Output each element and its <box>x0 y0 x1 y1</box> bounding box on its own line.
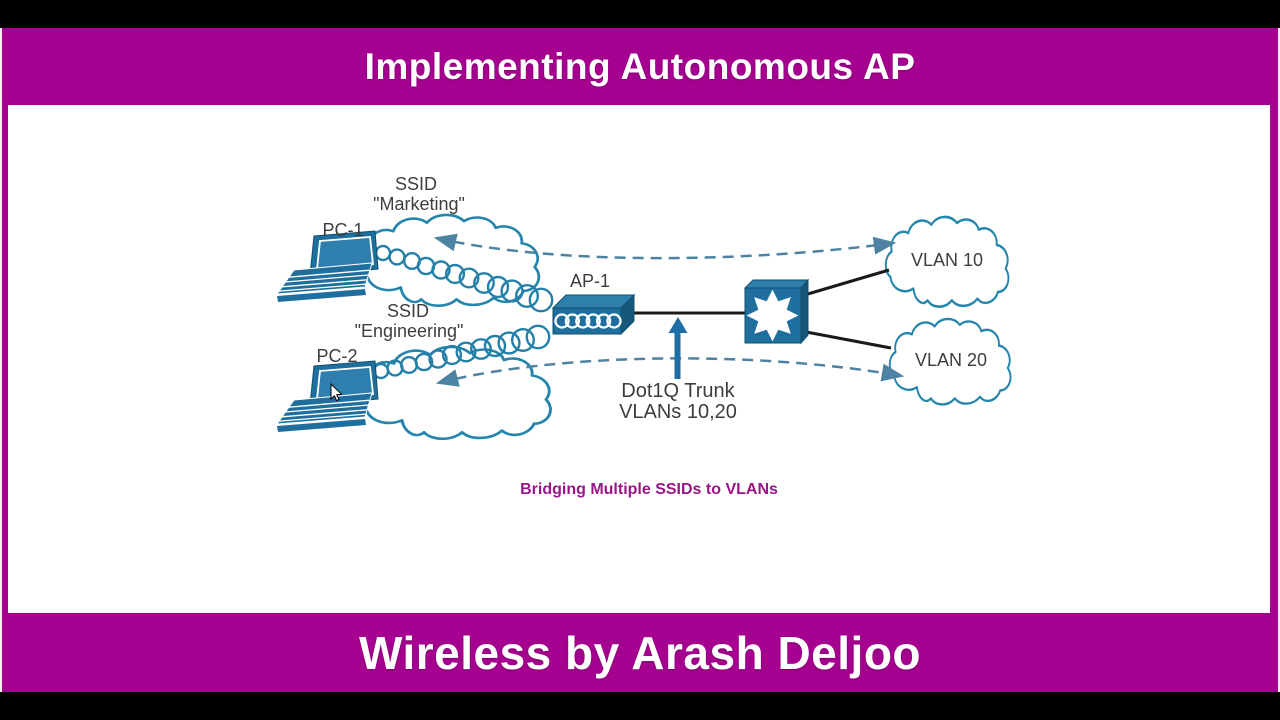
vlan20-label: VLAN 20 <box>915 350 987 370</box>
pc1-label: PC-1 <box>322 220 363 240</box>
ap1-device-icon <box>551 293 636 336</box>
switch-icon <box>743 278 810 345</box>
trunk-arrow-icon <box>668 317 688 379</box>
bridge-path-marketing-to-vlan10 <box>433 233 897 260</box>
page-title: Implementing Autonomous AP <box>364 45 916 87</box>
ssid-marketing-cloud <box>359 213 541 308</box>
footer-bar: Wireless by Arash Deljoo <box>0 613 1280 692</box>
trunk-label-line1: Dot1Q Trunk <box>621 380 735 402</box>
ssid-marketing-label-line2: "Marketing" <box>373 194 465 214</box>
header-bar: Implementing Autonomous AP <box>0 28 1280 105</box>
link-switch-to-vlan20 <box>800 329 892 350</box>
pc1-laptop-icon <box>276 230 379 303</box>
mouse-cursor-icon <box>330 382 343 402</box>
ssid-engineering-label-line1: SSID <box>387 301 429 321</box>
ssid-marketing-label-line1: SSID <box>395 174 437 194</box>
ap1-label: AP-1 <box>570 271 610 291</box>
link-switch-to-vlan10 <box>800 268 890 298</box>
pc2-laptop-icon <box>276 360 379 433</box>
footer-title: Wireless by Arash Deljoo <box>358 626 922 679</box>
pc2-label: PC-2 <box>316 346 357 366</box>
diagram-caption: Bridging Multiple SSIDs to VLANs <box>520 481 778 498</box>
ssid-engineering-cloud <box>357 345 552 441</box>
ap-coil-glyph <box>554 313 622 329</box>
trunk-label-line2: VLANs 10,20 <box>619 401 737 423</box>
bridge-path-engineering-to-vlan20 <box>435 357 905 387</box>
vlan10-label: VLAN 10 <box>911 250 983 270</box>
ssid-engineering-label-line2: "Engineering" <box>355 321 464 341</box>
switch-arrows-glyph <box>746 289 799 342</box>
